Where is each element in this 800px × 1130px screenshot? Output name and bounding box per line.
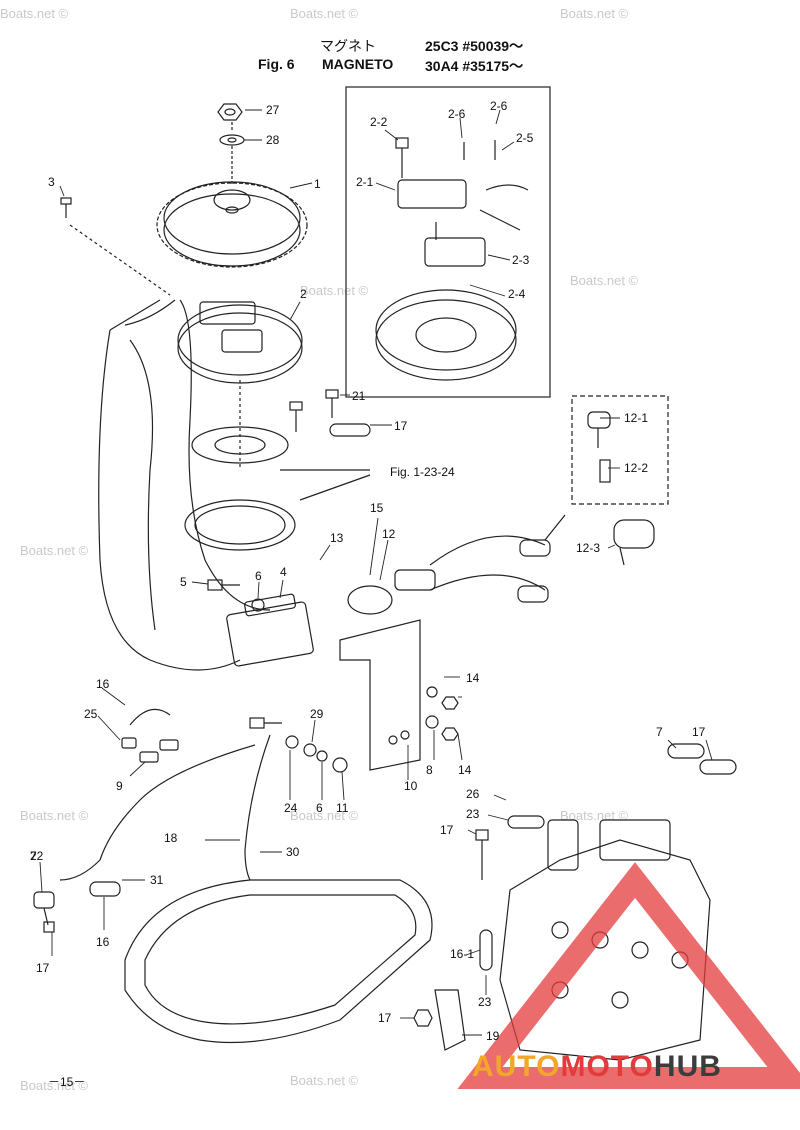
callout-label: 16 bbox=[96, 935, 110, 949]
callout-label: 12 bbox=[382, 527, 396, 541]
callout-label: 28 bbox=[266, 133, 280, 147]
brand-logo-triangle bbox=[457, 862, 800, 1089]
watermark: Boats.net © bbox=[290, 6, 359, 21]
watermark: Boats.net © bbox=[300, 283, 369, 298]
brand-part-auto: AUTO bbox=[472, 1050, 561, 1083]
watermark: Boats.net © bbox=[560, 6, 629, 21]
callout-label: 12-1 bbox=[624, 411, 648, 425]
brand-watermark: AUTOMOTOHUB bbox=[472, 1050, 722, 1084]
callout-label: 12-2 bbox=[624, 461, 648, 475]
callout-label: 17 bbox=[394, 419, 408, 433]
callout-label: 30 bbox=[286, 845, 300, 859]
watermark: Boats.net © bbox=[20, 1078, 89, 1093]
callout-label: 2-3 bbox=[512, 253, 530, 267]
bottom-cowling bbox=[124, 879, 433, 1044]
figure-label: Fig. 6 bbox=[258, 56, 295, 72]
callout-label: 6 bbox=[255, 569, 262, 583]
callout-label: 2-1 bbox=[356, 175, 374, 189]
spark-plug-cap bbox=[587, 411, 611, 483]
watermark: Boats.net © bbox=[20, 543, 89, 558]
callout-label: 14 bbox=[466, 671, 480, 685]
callout-label: 17 bbox=[440, 823, 454, 837]
callout-label: 8 bbox=[426, 763, 433, 777]
callout-label: 6 bbox=[316, 801, 323, 815]
brand-part-moto: MOTO bbox=[560, 1050, 654, 1083]
watermark: Boats.net © bbox=[0, 6, 69, 21]
callout-label: 26 bbox=[466, 787, 480, 801]
plug-cap-detail-box bbox=[571, 395, 669, 505]
callout-label: Fig. 1-23-24 bbox=[390, 465, 455, 479]
callout-label: 15 bbox=[370, 501, 384, 515]
watermark: Boats.net © bbox=[560, 808, 629, 823]
callout-label: 2 bbox=[300, 287, 307, 301]
watermark: Boats.net © bbox=[570, 273, 639, 288]
callout-label: 18 bbox=[164, 831, 178, 845]
watermark: Boats.net © bbox=[20, 808, 89, 823]
callout-label: 29 bbox=[310, 707, 324, 721]
callout-label: 5 bbox=[180, 575, 187, 589]
stator-assembly bbox=[177, 301, 303, 384]
clamp bbox=[329, 423, 371, 437]
callout-label: 2-2 bbox=[370, 115, 388, 129]
callout-label: 27 bbox=[266, 103, 280, 117]
wiring-harness bbox=[98, 299, 271, 671]
flywheel-nut bbox=[217, 103, 243, 121]
callout-label: 7 bbox=[30, 849, 37, 863]
callout-label: 11 bbox=[336, 801, 349, 815]
callout-label: 17 bbox=[692, 725, 706, 739]
callout-label: 16-1 bbox=[450, 947, 474, 961]
callout-label: 1 bbox=[314, 177, 321, 191]
page-number: －15－ bbox=[48, 1075, 86, 1089]
callout-label: 17 bbox=[36, 961, 50, 975]
stator-detail-box bbox=[345, 86, 551, 398]
callout-labels: 27 28 1 3 2 2-1 2-2 2-6 2-6 2-5 2-3 2-4 … bbox=[30, 99, 706, 1043]
base-plate bbox=[184, 380, 296, 551]
ignition-coil bbox=[347, 535, 551, 615]
callout-label: 23 bbox=[466, 807, 480, 821]
watermark: Boats.net © bbox=[290, 808, 359, 823]
coil-bracket bbox=[339, 619, 421, 771]
bolt bbox=[60, 197, 171, 296]
callout-label: 14 bbox=[458, 763, 472, 777]
callout-label: 9 bbox=[116, 779, 123, 793]
spark-plug-cap-12-3 bbox=[613, 519, 655, 566]
callout-label: 31 bbox=[150, 873, 164, 887]
callout-label: 13 bbox=[330, 531, 344, 545]
serial-line-2: 30A4 #35175～ bbox=[425, 58, 524, 74]
callout-label: 23 bbox=[478, 995, 492, 1009]
callout-label: 4 bbox=[280, 565, 287, 579]
flywheel-washer bbox=[219, 134, 245, 146]
watermarks: Boats.net © Boats.net © Boats.net © Boat… bbox=[0, 6, 639, 1093]
title-english: MAGNETO bbox=[322, 56, 394, 72]
callout-label: 25 bbox=[84, 707, 98, 721]
callout-label: 2-4 bbox=[508, 287, 526, 301]
cdi-unit bbox=[226, 593, 314, 667]
callout-label: 7 bbox=[656, 725, 663, 739]
callout-label: 2-6 bbox=[490, 99, 508, 113]
callout-label: 2-5 bbox=[516, 131, 534, 145]
mounting-bracket bbox=[434, 989, 466, 1051]
title-japanese: マグネト bbox=[320, 38, 376, 54]
callout-label: 12-3 bbox=[576, 541, 600, 555]
callout-label: 22 bbox=[30, 849, 44, 863]
callout-label: 3 bbox=[48, 175, 55, 189]
callout-label: 2-6 bbox=[448, 107, 466, 121]
serial-line-1: 25C3 #50039～ bbox=[425, 38, 524, 54]
callout-label: 17 bbox=[378, 1011, 392, 1025]
watermark: Boats.net © bbox=[290, 1073, 359, 1088]
callout-label: 24 bbox=[284, 801, 298, 815]
flywheel bbox=[156, 181, 308, 268]
callout-label: 21 bbox=[352, 389, 366, 403]
brand-part-hub: HUB bbox=[653, 1050, 722, 1083]
callout-label: 10 bbox=[404, 779, 418, 793]
callout-label: 19 bbox=[486, 1029, 500, 1043]
stop-switch bbox=[33, 891, 55, 933]
callout-label: 16 bbox=[96, 677, 110, 691]
